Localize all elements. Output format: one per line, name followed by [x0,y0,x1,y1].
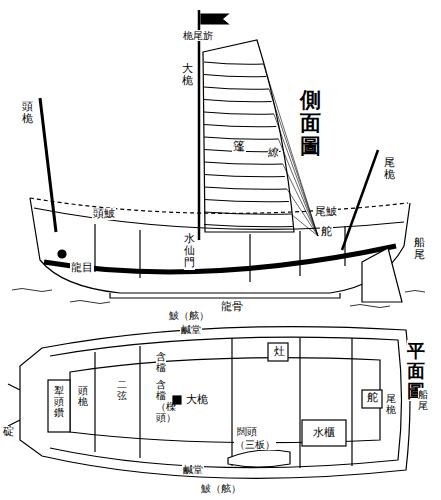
part-label: 尾桅 [384,156,395,182]
part-label: 龍骨 [220,301,244,313]
batten [204,200,289,202]
batten [204,75,266,77]
windlass [48,380,70,432]
part-label: 尾桅 [386,392,396,416]
hull-plan [20,327,410,479]
beams [95,338,352,468]
batten [204,125,276,127]
part-label: 篷 [232,140,246,153]
part-label: 闊頭 [236,426,258,437]
inner-plan [50,337,402,467]
hull-ribs [95,224,345,282]
rudder-post [362,390,382,408]
part-label: 二弦 [117,378,127,402]
water-lines [12,289,425,308]
part-label: 鮍（舷） [200,483,242,494]
batten [204,162,283,164]
hull-side [30,198,410,293]
part-label: 鹹堂 [180,324,202,335]
wale-band [44,246,396,272]
batten [204,112,274,114]
part-label: 水仙門 [184,232,195,270]
part-label: 龍目 [70,262,94,274]
part-label: 犁頭鑽 [54,384,64,419]
part-label: 水櫃 [312,427,336,439]
mizzen-mast [342,150,378,250]
part-label: 桅尾旂 [182,30,214,41]
water-tank [302,420,346,446]
part-label: 灶 [273,346,286,358]
part-label: 大桅 [185,394,209,406]
mast-flag [201,14,228,24]
batten [204,62,264,64]
part-label: 碇 [2,426,15,438]
mast-step [173,396,181,404]
batten [204,225,293,227]
part-label: 頭桅 [78,384,88,408]
part-label: 舵 [366,392,379,404]
part-label: 尾鮍 [314,206,338,218]
part-label: 頭桅 [22,100,33,126]
part-label: 船尾 [414,236,425,262]
part-label: 鹹堂 [182,464,204,475]
batten [204,175,285,177]
stove-box [268,343,288,361]
part-label: 含檔 [156,350,166,374]
keel [110,293,340,298]
sampan [228,450,290,467]
sail [203,40,294,232]
part-label: （三板） [234,439,276,450]
sheet-line [283,164,318,236]
dragon-eye [58,250,66,258]
batten [204,100,271,102]
batten [204,187,287,189]
sheer-line [30,198,408,213]
view-heading: 側面圖 [300,88,321,159]
part-label: 船尾 [418,388,428,412]
part-label: 大桅 [182,62,193,88]
batten [204,87,269,89]
part-label: 舵 [320,226,333,238]
part-label: 繚 [268,146,279,160]
rudder [362,248,402,302]
part-label: 含檔（樑頭） [156,378,166,424]
main-mast [198,10,201,240]
part-label: 鮍（舷） [168,310,210,321]
part-label: 頭鮍 [92,208,116,220]
rail [34,208,404,229]
hatch-line [70,358,380,443]
anchor-lines [8,384,20,426]
batten [204,137,278,139]
